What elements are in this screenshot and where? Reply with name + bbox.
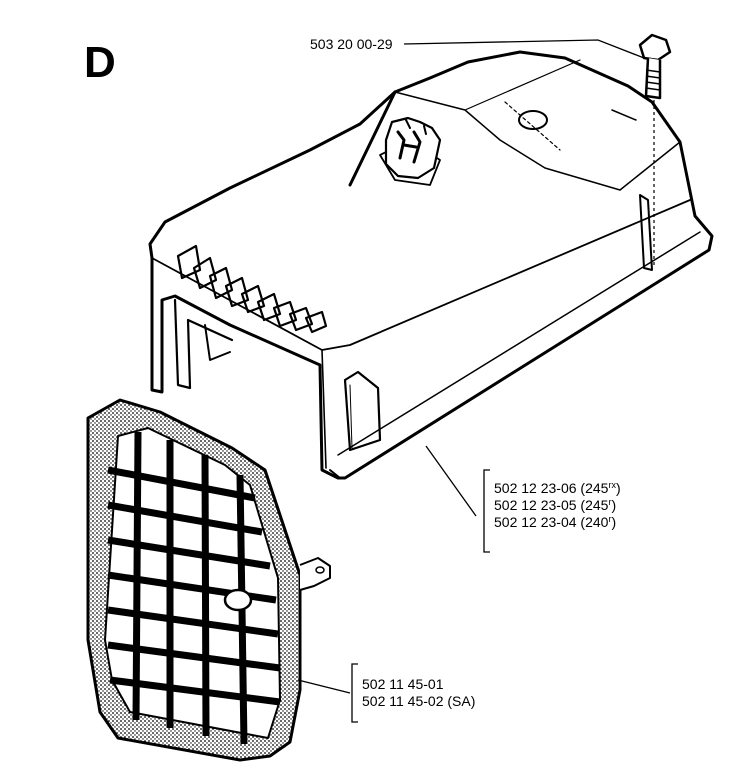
leader-lines [297, 39, 645, 723]
cover-part-numbers: 502 12 23-06 (245rx) 502 12 23-05 (245r)… [494, 480, 621, 531]
cover-part-number-245r: 502 12 23-05 (245r) [494, 497, 617, 513]
grille-part-number-sa: 502 11 45-02 (SA) [362, 693, 476, 709]
grille-part-number: 502 11 45-01 [362, 676, 444, 692]
section-letter: D [84, 38, 116, 87]
cooling-grille [86, 398, 331, 762]
grille-part-numbers: 502 11 45-01 502 11 45-02 (SA) [362, 676, 475, 710]
screw-part-number: 503 20 00-29 [310, 36, 393, 52]
cylinder-cover [148, 50, 714, 480]
brand-logo [384, 116, 442, 180]
cover-part-number-240r: 502 12 23-04 (240r) [494, 514, 617, 530]
cover-part-number-245rx: 502 12 23-06 (245rx) [494, 480, 621, 496]
cooling-vents [176, 244, 328, 334]
